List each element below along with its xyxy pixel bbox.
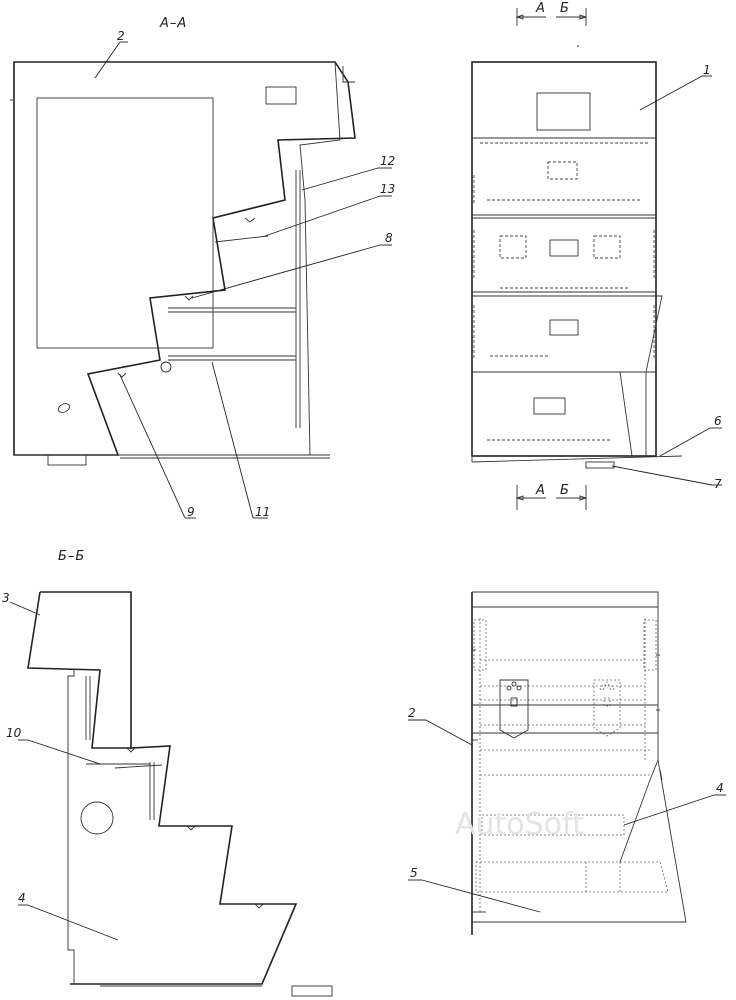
cut-a-bottom: А (535, 483, 546, 498)
rear-view: 2 4 5 (408, 591, 726, 935)
watermark: AutoSoft (455, 807, 584, 842)
section-aa-view: А–А (10, 16, 395, 519)
callout-4-bb: 4 (18, 891, 26, 905)
callout-8: 8 (385, 231, 393, 245)
svg-text:·: · (577, 44, 579, 50)
cut-b-top: Б (560, 1, 570, 16)
front-view: А Б А Б (471, 1, 722, 510)
callout-4-rear: 4 (716, 781, 724, 795)
cut-b-bottom: Б (560, 483, 570, 498)
section-bb-view: Б–Б 3 10 4 (2, 549, 333, 997)
callout-5: 5 (410, 866, 418, 880)
callout-11: 11 (255, 505, 270, 519)
callout-1: 1 (703, 63, 711, 77)
cut-a-top: А (535, 1, 546, 16)
callout-2-aa: 2 (117, 29, 125, 43)
callout-13: 13 (380, 182, 395, 196)
callout-6: 6 (714, 414, 722, 428)
callout-3: 3 (2, 591, 10, 605)
callout-9: 9 (187, 505, 195, 519)
section-aa-title: А–А (159, 16, 187, 31)
callout-10: 10 (6, 726, 22, 740)
callout-12: 12 (380, 154, 395, 168)
callout-7: 7 (714, 477, 722, 491)
section-bb-title: Б–Б (58, 549, 85, 564)
callout-2-rear: 2 (408, 706, 416, 720)
